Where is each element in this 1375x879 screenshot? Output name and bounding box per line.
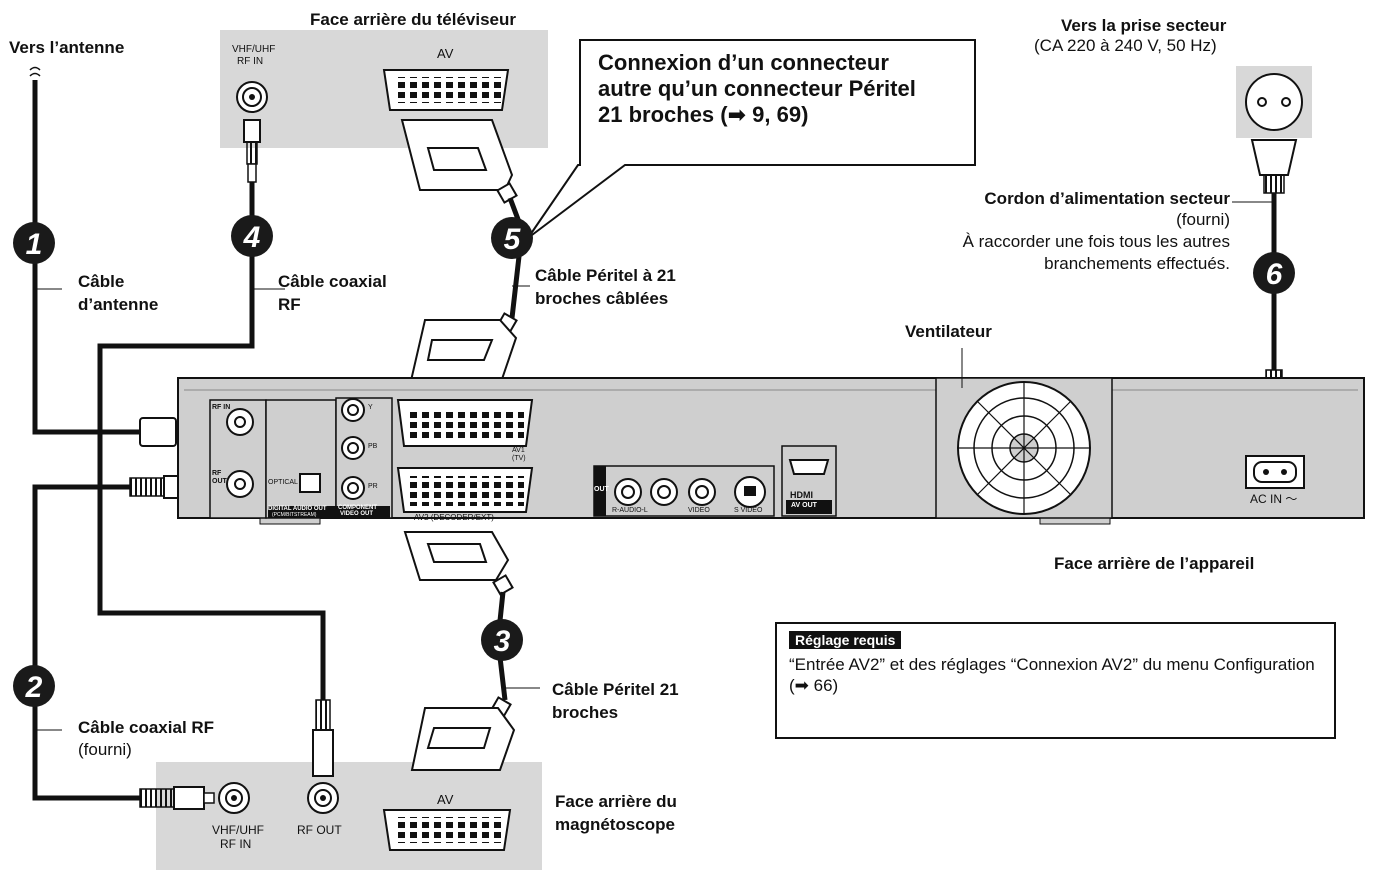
unit-out-label: OUT <box>594 486 609 493</box>
power-cord-sub: (fourni) <box>1176 210 1230 229</box>
mains-subtitle: (CA 220 à 240 V, 50 Hz) <box>1034 36 1217 55</box>
scart-bottom-label-2: broches <box>552 703 619 722</box>
antenna-title: Vers l’antenne <box>9 38 125 57</box>
tv-rf-in-label-2: RF IN <box>237 56 264 67</box>
unit-video-label: VIDEO <box>688 507 710 514</box>
step-badge-2-text: 2 <box>25 671 43 704</box>
step-badge-3-text: 3 <box>494 625 511 658</box>
cable-4-coax-rf <box>97 119 326 700</box>
step-badge-5: 5 <box>491 217 533 259</box>
vcr-rf-out-jack <box>307 782 339 814</box>
power-cord-title: Cordon d’alimentation secteur <box>984 189 1230 208</box>
unit-av-out-block <box>593 465 775 517</box>
unit-component-pb: PB <box>368 443 378 450</box>
vcr-panel-label-2: magnétoscope <box>555 815 675 834</box>
cable-5-scart <box>400 119 525 386</box>
step-badge-6: 6 <box>1253 252 1295 294</box>
unit-av1-label: AV1 <box>512 447 525 454</box>
unit-optical-label: OPTICAL <box>268 479 298 486</box>
unit-digital-audio-label: DIGITAL AUDIO OUT <box>268 506 327 512</box>
step-badge-1: 1 <box>13 222 55 264</box>
callout-line-2: autre qu’un connecteur Péritel <box>598 76 916 101</box>
tv-rf-in-label-1: VHF/UHF <box>232 44 276 55</box>
unit-digital-component-block <box>265 397 393 519</box>
vcr-av-label: AV <box>437 792 454 807</box>
tv-panel-title: Face arrière du téléviseur <box>310 10 517 29</box>
cable-4-vcr-plug <box>312 699 334 777</box>
fan-label: Ventilateur <box>905 322 992 341</box>
cable-2-coax-rf <box>32 475 215 810</box>
step-badge-6-text: 6 <box>1266 258 1283 291</box>
coax-top-label-2: RF <box>278 295 301 314</box>
coax-top-label-1: Câble coaxial <box>278 272 387 291</box>
unit-rear-label: Face arrière de l’appareil <box>1054 554 1255 573</box>
tv-scart-socket <box>382 69 510 111</box>
callout-text: Connexion d’un connecteur autre qu’un co… <box>598 50 970 128</box>
cable-3-scart <box>403 531 516 771</box>
tv-av-label: AV <box>437 46 454 61</box>
ac-inlet <box>1245 455 1305 489</box>
fan-grille <box>935 377 1113 519</box>
unit-component-label-1: COMPONENT <box>338 505 377 511</box>
unit-hdmi-block <box>781 445 837 517</box>
vcr-rf-in-label-2: RF IN <box>220 837 252 851</box>
antenna-cable-label-1: Câble <box>78 272 125 291</box>
unit-audio-l-label: R-AUDIO-L <box>612 507 648 514</box>
unit-av-out-label: AV OUT <box>791 502 817 509</box>
vcr-rf-in-jack <box>218 782 250 814</box>
unit-rf-block <box>209 399 267 519</box>
mains-title: Vers la prise secteur <box>1061 16 1227 35</box>
coax-bottom-title: Câble coaxial RF <box>78 718 215 737</box>
unit-ac-in-label: AC IN ～ <box>1250 492 1298 506</box>
requirement-text: “Entrée AV2” et des réglages “Connexion … <box>789 655 1315 695</box>
unit-av1-sub: (TV) <box>512 455 526 462</box>
unit-component-y: Y <box>368 404 373 411</box>
unit-component-label-2: VIDEO OUT <box>340 511 374 517</box>
unit-av2-label: AV2 (DECODER/EXT) <box>414 513 494 522</box>
unit-av1-socket <box>396 399 534 447</box>
unit-rf-out-label: RF OUT <box>212 470 227 485</box>
step-badge-4: 4 <box>231 215 273 257</box>
scart-top-label-2: broches câblées <box>535 289 669 308</box>
unit-s-video-label: S VIDEO <box>734 507 763 514</box>
power-cord-note-2: branchements effectués. <box>1044 254 1230 273</box>
unit-component-pr: PR <box>368 483 378 490</box>
callout-box <box>527 39 976 239</box>
wall-outlet <box>1236 66 1312 138</box>
unit-rf-in-label: RF IN <box>212 404 231 411</box>
vcr-panel-label-1: Face arrière du <box>555 792 677 811</box>
requirement-tag: Réglage requis <box>789 631 902 649</box>
callout-line-1: Connexion d’un connecteur <box>598 50 889 75</box>
power-cord-note-1: À raccorder une fois tous les autres <box>962 232 1230 251</box>
vcr-rf-in-label-1: VHF/UHF <box>212 823 264 837</box>
scart-top-label-1: Câble Péritel à 21 <box>535 266 676 285</box>
tv-rf-in-jack <box>236 81 268 113</box>
scart-bottom-label-1: Câble Péritel 21 <box>552 680 679 699</box>
step-badge-4-text: 4 <box>243 221 261 254</box>
unit-av2-socket <box>396 467 534 513</box>
vcr-scart-socket <box>382 809 512 851</box>
step-badge-1-text: 1 <box>26 228 43 261</box>
cable-1-antenna <box>29 66 177 447</box>
step-badge-3: 3 <box>481 619 523 661</box>
antenna-cable-label-2: d’antenne <box>78 295 159 314</box>
unit-digital-audio-sub: (PCM/BITSTREAM) <box>272 512 317 518</box>
vcr-rf-out-label: RF OUT <box>297 823 342 837</box>
step-badge-5-text: 5 <box>504 223 522 256</box>
step-badge-2: 2 <box>13 665 55 707</box>
requirement-box: Réglage requis “Entrée AV2” et des régla… <box>775 622 1336 739</box>
unit-hdmi-label: HDMI <box>790 490 813 500</box>
callout-line-3: 21 broches (➡ 9, 69) <box>598 102 809 127</box>
coax-bottom-sub: (fourni) <box>78 740 132 759</box>
